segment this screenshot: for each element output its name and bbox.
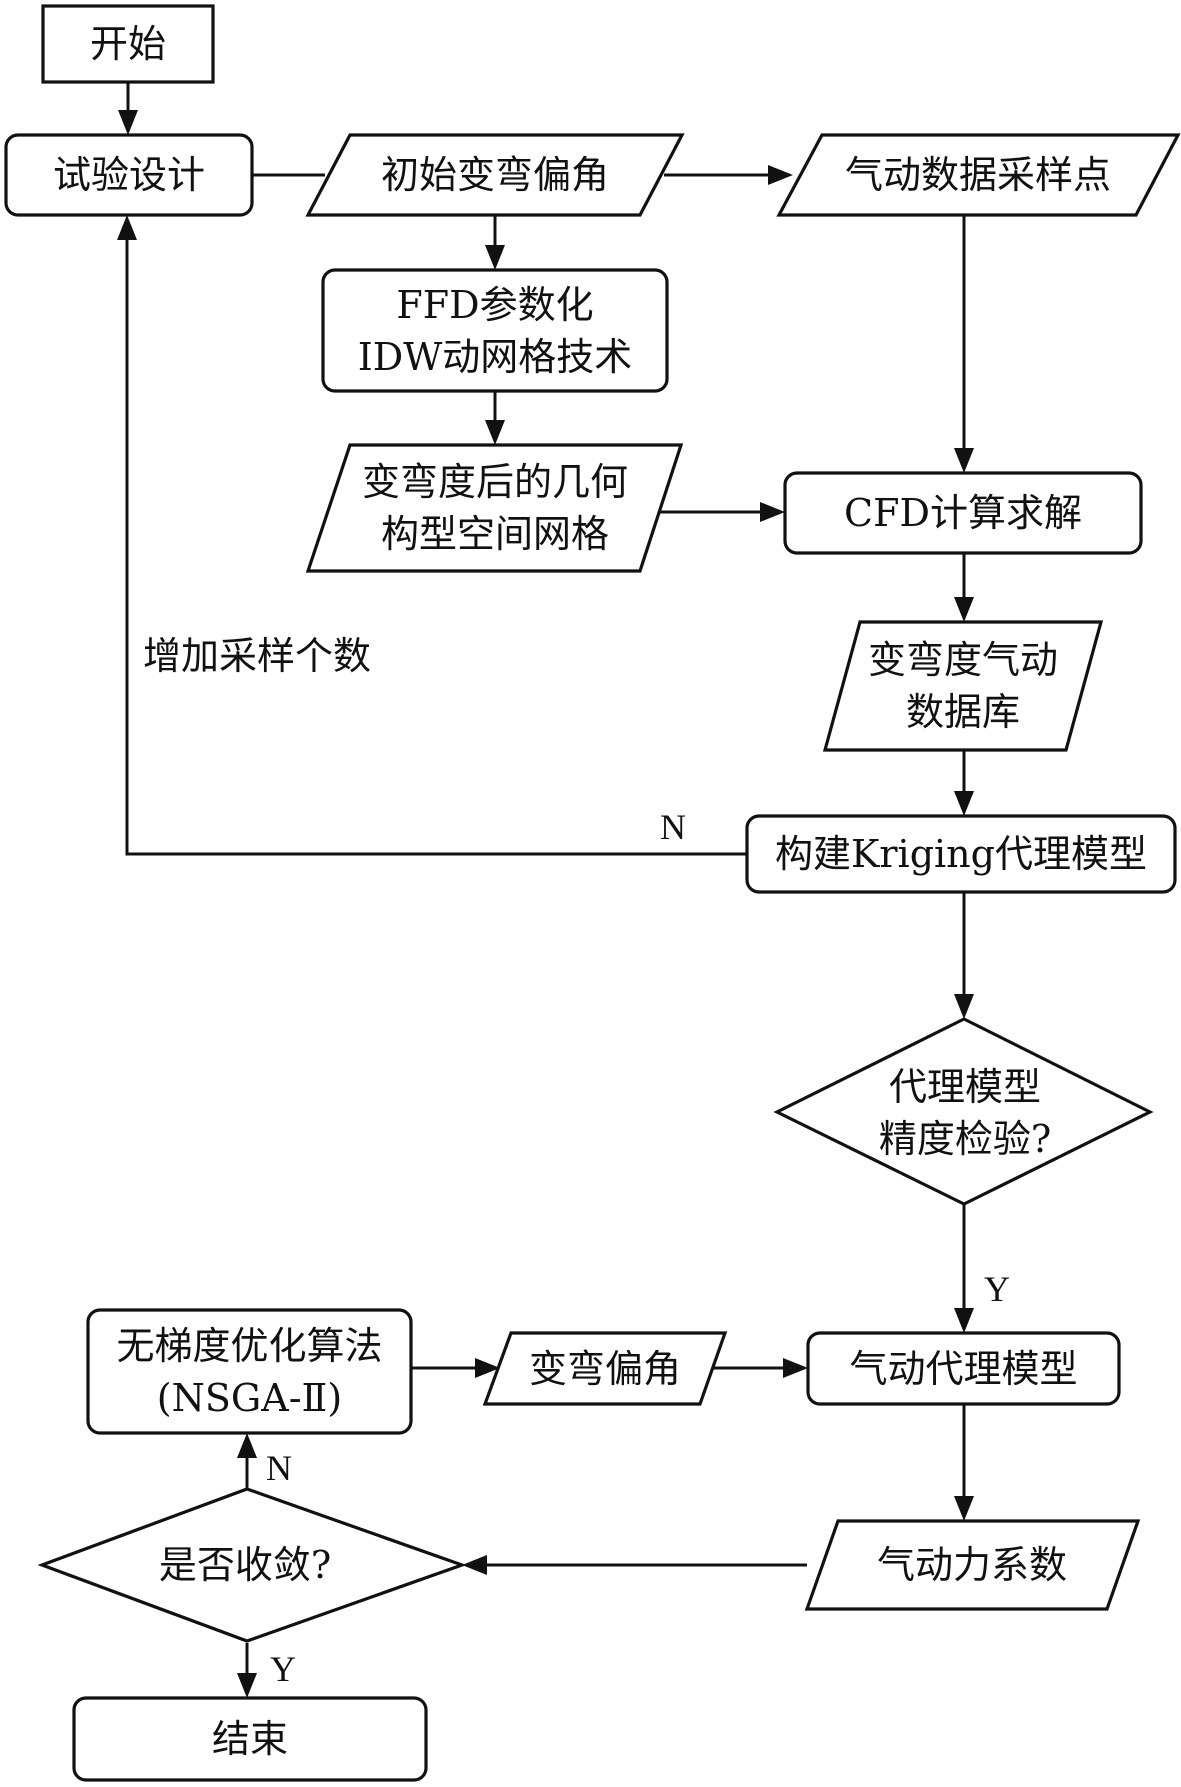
node-geometry-grid-text-line2: 构型空间网格 <box>380 512 609 556</box>
node-cfd-shape <box>783 471 1143 555</box>
edge-label-accuracy-yes: Y <box>984 1269 1010 1309</box>
node-kriging-text: 构建Kriging代理模型 <box>775 832 1147 876</box>
node-start-text: 开始 <box>89 22 166 66</box>
node-accuracy-check-text-line1: 代理模型 <box>888 1065 1041 1109</box>
node-sample-points-text: 气动数据采样点 <box>844 153 1111 197</box>
loop-note-add-samples: 增加采样个数 <box>143 634 372 678</box>
arrowhead-down <box>237 1673 257 1698</box>
arrowhead-up <box>117 215 137 240</box>
node-optimizer: 无梯度优化算法 (NSGA-Ⅱ) <box>88 1310 411 1433</box>
node-database-text-line1: 变弯度气动 <box>867 638 1058 682</box>
node-start: 开始 <box>43 6 213 82</box>
arrowhead-down <box>485 420 505 445</box>
node-ffd-text-line2: IDW动网格技术 <box>357 334 633 379</box>
node-cfd-text: CFD计算求解 <box>844 491 1082 535</box>
node-database-shape <box>822 620 1104 752</box>
node-kriging-shape <box>745 814 1177 894</box>
edge-label-converged-yes: Y <box>270 1649 296 1689</box>
node-converged-text: 是否收敛? <box>158 1543 332 1587</box>
node-optimizer-text-line1: 无梯度优化算法 <box>116 1323 383 1368</box>
edge-label-kriging-no: N <box>660 807 686 847</box>
arrowhead-right <box>475 1358 500 1378</box>
node-doe: 试验设计 <box>6 135 252 215</box>
edge-kriging-doe-loop <box>125 230 747 856</box>
arrowhead-down <box>954 1308 974 1333</box>
node-coefficients: 气动力系数 <box>822 1521 1122 1609</box>
node-aero-surrogate-text: 气动代理模型 <box>849 1346 1078 1391</box>
node-coefficients-shape <box>804 1519 1141 1611</box>
node-converged-shape <box>37 1487 467 1643</box>
arrowhead-down <box>954 597 974 622</box>
node-ffd-shape <box>321 268 669 393</box>
node-accuracy-check: 代理模型 精度检验? <box>820 1058 1110 1168</box>
arrowheads <box>117 110 974 1698</box>
node-ffd-text-line1: FFD参数化 <box>396 282 594 327</box>
nodes <box>4 4 1181 1782</box>
node-cfd: CFD计算求解 <box>785 473 1141 553</box>
arrowhead-up <box>237 1433 257 1458</box>
arrowhead-left <box>462 1555 487 1575</box>
node-aero-surrogate: 气动代理模型 <box>808 1333 1119 1404</box>
connectors <box>125 82 966 1683</box>
arrowhead-right <box>768 165 793 185</box>
node-initial-camber-shape <box>305 133 685 217</box>
node-initial-camber-text: 初始变弯偏角 <box>380 153 609 197</box>
arrowhead-down <box>954 1496 974 1521</box>
node-doe-text: 试验设计 <box>52 153 205 197</box>
node-geometry-grid-text-line1: 变弯度后的几何 <box>361 460 628 504</box>
arrowhead-down <box>954 791 974 816</box>
node-initial-camber: 初始变弯偏角 <box>320 135 670 215</box>
node-aero-surrogate-shape <box>806 1331 1121 1406</box>
node-doe-shape <box>4 133 254 217</box>
node-database: 变弯度气动 数据库 <box>840 622 1086 750</box>
node-camber-angle-shape <box>482 1331 728 1406</box>
node-geometry-grid: 变弯度后的几何 构型空间网格 <box>320 445 670 571</box>
node-start-shape <box>41 4 215 84</box>
node-accuracy-check-text-line2: 精度检验? <box>878 1117 1052 1161</box>
node-camber-angle: 变弯偏角 <box>495 1333 715 1404</box>
node-end: 结束 <box>74 1698 426 1780</box>
arrowhead-down <box>954 448 974 473</box>
arrowhead-down <box>118 110 138 135</box>
arrowhead-down <box>954 994 974 1019</box>
node-end-text: 结束 <box>211 1717 288 1761</box>
node-sample-points: 气动数据采样点 <box>790 135 1166 215</box>
node-geometry-grid-shape <box>305 443 684 573</box>
node-optimizer-text-line2: (NSGA-Ⅱ) <box>156 1375 343 1420</box>
node-sample-points-shape <box>776 133 1181 217</box>
node-end-shape <box>72 1696 428 1782</box>
arrowhead-down <box>485 245 505 270</box>
node-accuracy-check-shape <box>773 1017 1154 1206</box>
edge-label-converged-no: N <box>266 1448 292 1488</box>
node-coefficients-text: 气动力系数 <box>876 1543 1067 1587</box>
arrowhead-right <box>783 1358 808 1378</box>
node-camber-angle-text: 变弯偏角 <box>528 1346 681 1391</box>
node-database-text-line2: 数据库 <box>905 690 1020 734</box>
node-optimizer-shape <box>86 1308 413 1435</box>
node-converged: 是否收敛? <box>80 1530 410 1600</box>
node-kriging: 构建Kriging代理模型 <box>747 816 1175 892</box>
node-ffd: FFD参数化 IDW动网格技术 <box>323 270 667 391</box>
arrowhead-right <box>760 502 785 522</box>
